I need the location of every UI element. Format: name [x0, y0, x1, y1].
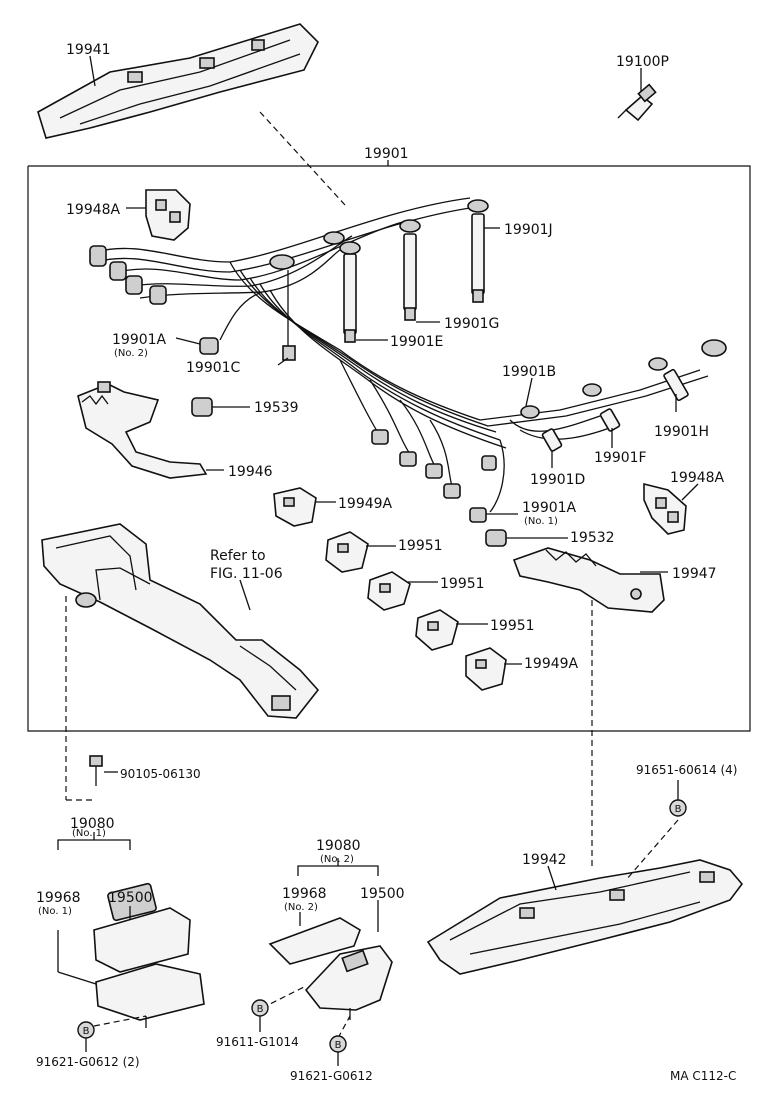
callout-19080-no2-note: (No. 2)	[320, 854, 354, 865]
callout-19100P: 19100P	[616, 54, 669, 70]
bracket-19947	[512, 547, 665, 613]
bolt-marker-91621-no1: B	[77, 1021, 95, 1039]
callout-19948A-upper: 19948A	[66, 202, 121, 218]
callout-19947: 19947	[672, 566, 717, 582]
callout-19901G: 19901G	[444, 316, 499, 332]
callout-19901B: 19901B	[502, 364, 556, 380]
ignition-coil-no1	[93, 882, 205, 1028]
spark-plug-19100P	[617, 83, 657, 122]
ignition-wire-set	[89, 197, 727, 523]
callout-19968-no2-note: (No. 2)	[284, 902, 318, 913]
callout-91611-G1014: 91611-G1014	[216, 1035, 299, 1049]
svg-text:B: B	[83, 1026, 90, 1037]
grommet-19532	[485, 529, 507, 547]
grommet-19539	[191, 397, 213, 417]
callout-19901F: 19901F	[594, 450, 647, 466]
footer-code: MA C112-C	[670, 1069, 736, 1083]
callout-19968-no1-note: (No. 1)	[38, 906, 72, 917]
callout-19500-no1: 19500	[108, 890, 153, 906]
callout-19951-a: 19951	[398, 538, 443, 554]
callout-19901A-no2-note: (No. 2)	[114, 348, 148, 359]
callout-19949A-upper: 19949A	[338, 496, 393, 512]
assembly-frame	[27, 165, 751, 732]
callout-19941: 19941	[66, 42, 111, 58]
callout-19948A-lower: 19948A	[670, 470, 725, 486]
callout-19901E: 19901E	[390, 334, 443, 350]
top-cover-19941	[37, 23, 319, 139]
clamp-19949A-upper	[273, 487, 317, 527]
callout-19901H: 19901H	[654, 424, 709, 440]
engine-bracket	[41, 523, 320, 719]
callout-19901: 19901	[364, 146, 409, 162]
callout-90105-06130: 90105-06130	[120, 767, 201, 781]
refer-to-label: Refer to	[210, 548, 266, 564]
callout-19532: 19532	[570, 530, 615, 546]
bolt-marker-91611: B	[251, 999, 269, 1017]
callout-19500-no2: 19500	[360, 886, 405, 902]
callout-19901A-no1: 19901A	[522, 500, 577, 516]
callout-19901D: 19901D	[530, 472, 585, 488]
clamp-19948A-lower	[643, 482, 687, 535]
callout-19942: 19942	[522, 852, 567, 868]
clamp-19951-a	[325, 531, 369, 573]
callout-19539: 19539	[254, 400, 299, 416]
clamp-19951-b	[367, 571, 411, 611]
callout-19968-no1: 19968	[36, 890, 81, 906]
callout-19949A-lower: 19949A	[524, 656, 579, 672]
bolt-marker-91651: B	[669, 799, 687, 817]
svg-text:B: B	[257, 1004, 264, 1015]
refer-to-figure: FIG. 11-06	[210, 566, 283, 582]
lower-cover-19942	[426, 859, 744, 975]
callout-91621-G0612-no1: 91621-G0612 (2)	[36, 1055, 140, 1069]
svg-text:B: B	[675, 804, 682, 815]
bolt-90105-06130	[89, 755, 103, 786]
callout-19080-no1-note: (No. 1)	[72, 828, 106, 839]
callout-19901J: 19901J	[504, 222, 553, 238]
callout-91621-G0612-no2: 91621-G0612	[290, 1069, 373, 1083]
callout-19901A-no2: 19901A	[112, 332, 167, 348]
callout-19951-c: 19951	[490, 618, 535, 634]
callout-19080-no2: 19080	[316, 838, 361, 854]
callout-19946: 19946	[228, 464, 273, 480]
callout-91651-60614: 91651-60614 (4)	[636, 763, 738, 777]
callout-19968-no2: 19968	[282, 886, 327, 902]
bracket-19946	[77, 381, 208, 479]
callout-19901A-no1-note: (No. 1)	[524, 516, 558, 527]
clamp-19949A-lower	[465, 647, 507, 691]
svg-text:B: B	[335, 1040, 342, 1051]
bolt-marker-91621-no2: B	[329, 1035, 347, 1053]
callout-19951-b: 19951	[440, 576, 485, 592]
clamp-19948A-upper	[145, 189, 191, 241]
callout-19080-no1: 19080	[70, 816, 115, 832]
clamp-19951-c	[415, 609, 459, 651]
callout-19901C: 19901C	[186, 360, 241, 376]
ignition-coil-no2	[268, 917, 393, 1020]
